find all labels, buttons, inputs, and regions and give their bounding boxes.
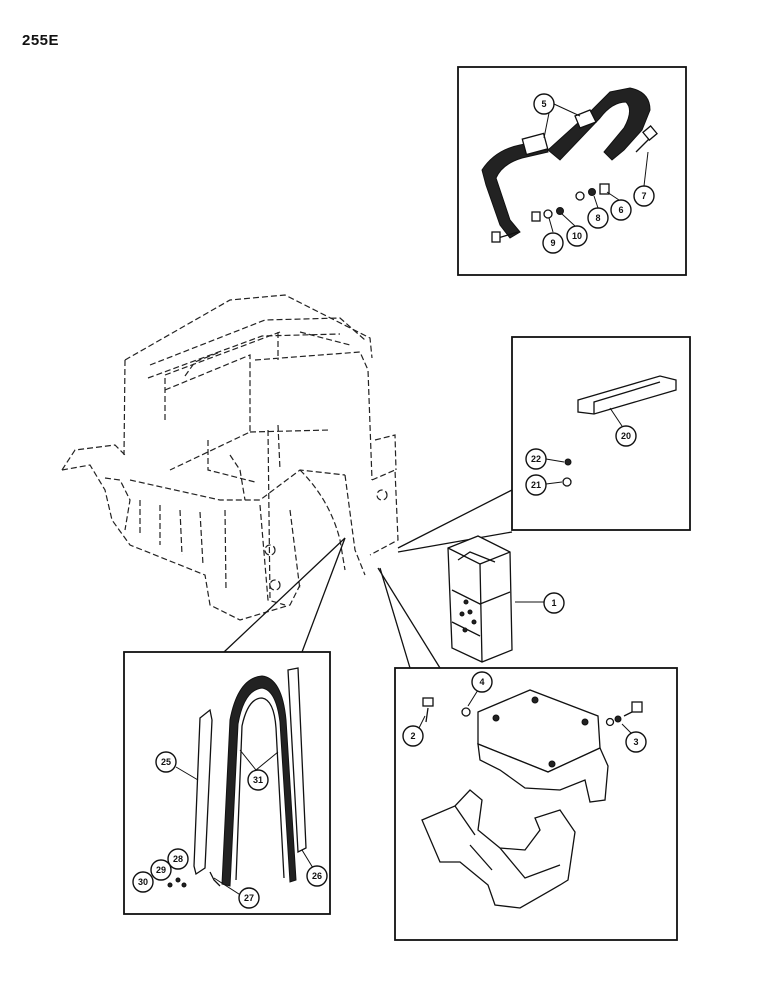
callout-4: 4 [471,671,493,693]
bolt-3 [605,701,643,727]
callout-26: 26 [306,865,328,887]
svg-text:22: 22 [531,454,541,464]
callout-20: 20 [615,425,637,447]
svg-text:27: 27 [244,893,254,903]
storage-box [447,535,544,663]
callout-28: 28 [167,848,189,870]
callout-30: 30 [132,871,154,893]
bolt-right [635,125,658,153]
svg-text:9: 9 [550,238,555,248]
svg-text:30: 30 [138,877,148,887]
left-rail [193,708,213,876]
callout-22: 22 [525,448,547,470]
callout-7: 7 [633,185,655,207]
svg-text:5: 5 [541,99,546,109]
bolt-2 [422,697,434,723]
callout-8: 8 [587,207,609,229]
tray-inset [511,336,691,531]
belt-strap-right [547,87,651,161]
washer-4 [461,707,471,717]
svg-text:25: 25 [161,757,171,767]
callout-3: 3 [625,731,647,753]
callout-2: 2 [402,725,424,747]
callout-5: 5 [533,93,555,115]
page-number: 255E [22,32,60,49]
callout-6: 6 [610,199,632,221]
svg-text:20: 20 [621,431,631,441]
lower-pan [421,789,576,909]
door-seal-frame [123,651,331,915]
callout-31: 31 [247,769,269,791]
svg-text:8: 8 [595,213,600,223]
pointer-wedges [223,489,513,669]
door-gasket [221,675,297,887]
cab-outline [61,294,399,621]
callout-10: 10 [566,225,588,247]
seat-belt-frame [457,66,687,276]
callout-1: 1 [543,592,565,614]
callout-9: 9 [542,232,564,254]
svg-text:31: 31 [253,775,263,785]
callout-27: 27 [238,887,260,909]
svg-text:29: 29 [156,865,166,875]
belt-end-plate [574,109,597,129]
callout-29: 29 [150,859,172,881]
svg-text:6: 6 [618,205,623,215]
belt-buckle [521,132,549,156]
seat-base-frame [394,667,678,941]
callout-25: 25 [155,751,177,773]
seat-belt-inset [457,66,687,276]
svg-text:3: 3 [633,737,638,747]
door-seal-inset [123,651,331,915]
callout-21: 21 [525,474,547,496]
seat-base-inset [394,667,678,941]
svg-text:1: 1 [551,598,556,608]
tray-channel [577,375,677,415]
right-rail [287,667,307,854]
svg-text:28: 28 [173,854,183,864]
svg-text:4: 4 [479,677,484,687]
tray-frame [511,336,691,531]
hardware-stack [531,183,610,222]
svg-text:26: 26 [312,871,322,881]
bolt-left [491,231,519,243]
svg-text:21: 21 [531,480,541,490]
belt-strap-left [481,139,549,239]
svg-text:2: 2 [410,731,415,741]
svg-text:10: 10 [572,231,582,241]
svg-text:7: 7 [641,191,646,201]
